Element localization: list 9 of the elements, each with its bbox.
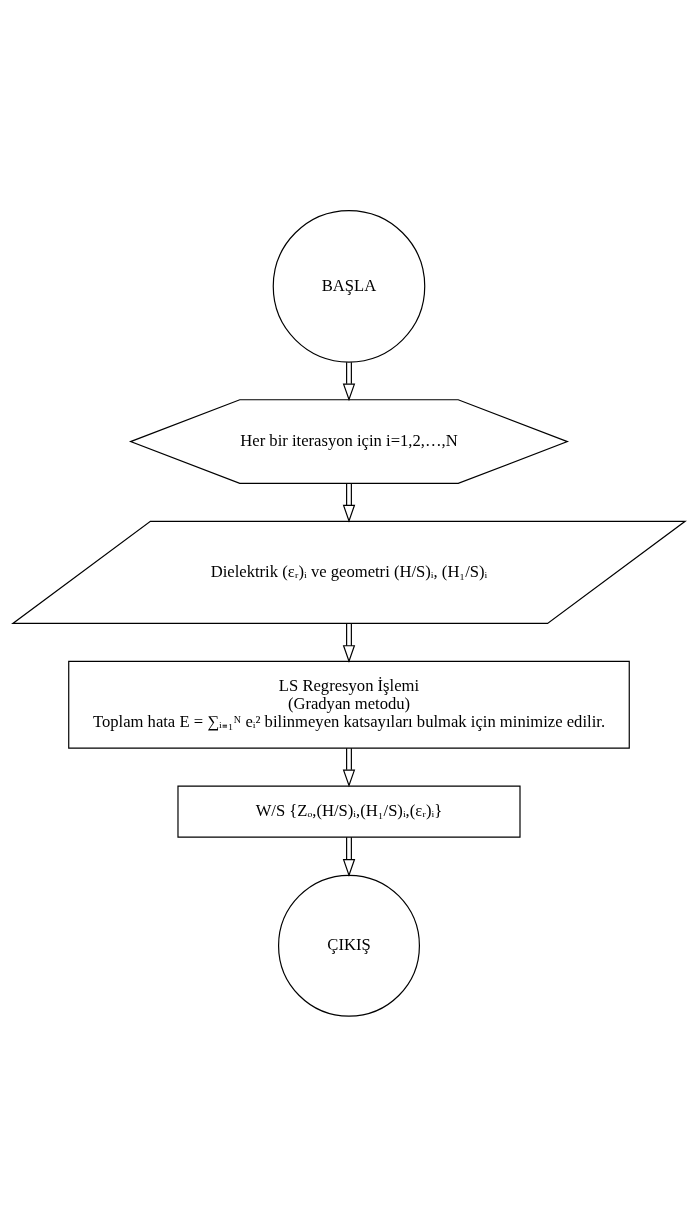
node-circle: ÇIKIŞ <box>278 874 420 1017</box>
arrow <box>342 836 356 877</box>
node-box: W/S {Zₒ,(H/S)ᵢ,(H₁/S)ᵢ,(εᵣ)ᵢ} <box>177 785 521 838</box>
node-box: LS Regresyon İşlemi (Gradyan metodu) Toplam hata E = ∑ᵢ₌₁ᴺ eᵢ² bilinmeyen katsayıları bulmak için minimize edilir. <box>68 660 630 749</box>
arrow <box>342 622 356 663</box>
node-circle: BAŞLA <box>272 210 426 363</box>
arrow <box>342 361 356 402</box>
arrow <box>342 482 356 523</box>
arrow <box>342 747 356 788</box>
